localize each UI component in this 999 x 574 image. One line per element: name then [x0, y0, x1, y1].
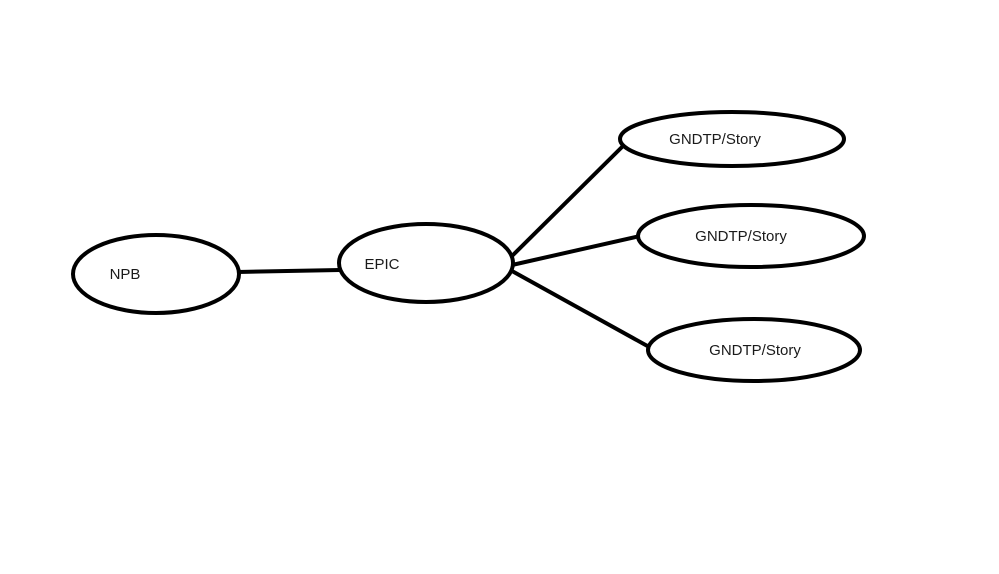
node-story-middle[interactable]: GNDTP/Story	[636, 203, 866, 269]
node-story-middle-label: GNDTP/Story	[695, 228, 787, 245]
edge-epic-story-top	[509, 144, 625, 259]
node-epic[interactable]: EPIC	[337, 222, 515, 304]
node-story-top[interactable]: GNDTP/Story	[618, 110, 846, 168]
node-story-bottom-label: GNDTP/Story	[709, 342, 801, 359]
node-story-top-ellipse[interactable]	[618, 110, 846, 168]
edge-epic-story-bottom	[511, 269, 652, 350]
node-npb[interactable]: NPB	[71, 233, 241, 315]
edge-epic-story-middle	[511, 234, 641, 267]
node-story-bottom[interactable]: GNDTP/Story	[646, 317, 862, 383]
node-story-top-label: GNDTP/Story	[669, 131, 761, 148]
edge-npb-epic	[237, 268, 341, 274]
edge-group	[237, 144, 652, 350]
node-npb-ellipse[interactable]	[71, 233, 241, 315]
node-npb-label: NPB	[110, 266, 141, 283]
node-epic-ellipse[interactable]	[337, 222, 515, 304]
node-epic-label: EPIC	[364, 256, 399, 273]
node-story-bottom-ellipse[interactable]	[646, 317, 862, 383]
node-story-middle-ellipse[interactable]	[636, 203, 866, 269]
